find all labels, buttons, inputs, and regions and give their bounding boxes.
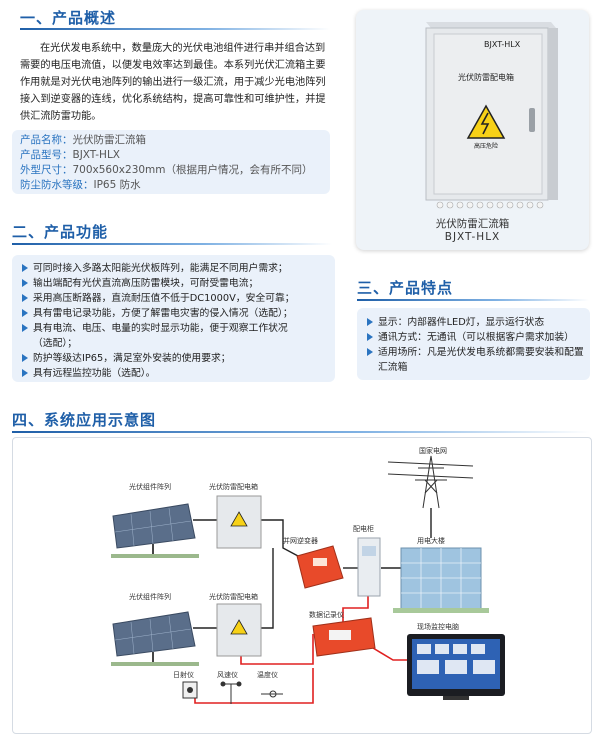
combiner-box-illustration [425,22,558,209]
bullet-arrow-icon [367,348,373,356]
feature-item: 通讯方式：无通讯（可以根据客户需求加装） [367,330,585,345]
label-cabinet: 配电柜 [353,525,374,533]
product-caption-name: 光伏防雷汇流箱 [435,218,510,230]
functions-box: 可同时接入多路太阳能光伏板阵列，能满足不同用户需求； 输出端配有光伏直流高压防雷… [12,255,335,382]
diagram-title: 四、系统应用示意图 [12,411,157,429]
spec-row-model: 产品型号：BJXT-HLX [20,149,120,161]
bullet-arrow-icon [22,324,28,332]
function-item: 可同时接入多路太阳能光伏板阵列，能满足不同用户需求； [22,261,302,276]
label-grid: 国家电网 [419,447,447,455]
spec-box: 产品名称：光伏防雷汇流箱 产品型号：BJXT-HLX 外型尺寸：700x560x… [12,130,330,194]
spec-row-size: 外型尺寸：700x560x230mm（根据用户情况，会有所不同） [20,164,313,176]
overview-title-underline [20,28,330,30]
label-combiner-1: 光伏防雷配电箱 [209,483,258,491]
label-temperature: 温度仪 [257,671,278,679]
functions-title: 二、产品功能 [12,223,109,241]
spec-list: 产品名称：光伏防雷汇流箱 产品型号：BJXT-HLX 外型尺寸：700x560x… [20,133,325,193]
overview-paragraph: 在光伏发电系统中，数量庞大的光伏电池组件进行串并组合达到需要的电压电流值，以便发… [20,43,326,122]
box-name-label: 光伏防雷配电箱 [458,73,514,82]
bullet-arrow-icon [22,279,28,287]
label-combiner-2: 光伏防雷配电箱 [209,593,258,601]
bullet-arrow-icon [22,369,28,377]
features-title: 三、产品特点 [357,279,454,297]
spec-row-ip: 防尘防水等级：IP65 防水 [20,179,141,191]
function-item: 输出端配有光伏直流高压防雷模块，可耐受雷电流； [22,276,302,291]
label-building: 用电大楼 [417,537,445,545]
spec-row-name: 产品名称：光伏防雷汇流箱 [20,134,146,146]
feature-item: 适用场所：凡是光伏发电系统都需要安装和配置汇流箱 [367,345,585,375]
label-inverter: 并网逆变器 [283,537,318,545]
bullet-arrow-icon [22,354,28,362]
label-logger: 数据记录仪 [309,611,344,619]
functions-list: 可同时接入多路太阳能光伏板阵列，能满足不同用户需求； 输出端配有光伏直流高压防雷… [22,261,302,381]
label-pv-array-1: 光伏组件阵列 [129,483,171,491]
bullet-arrow-icon [22,264,28,272]
label-monitor: 现场监控电脑 [417,623,459,631]
function-item: 具有雷电记录功能，方便了解雷电灾害的侵入情况（选配）； [22,306,302,321]
bullet-arrow-icon [22,309,28,317]
bullet-arrow-icon [367,333,373,341]
label-irradiance: 日射仪 [173,671,194,679]
function-item: 具有远程监控功能（选配）。 [22,366,302,381]
diagram-title-underline [12,431,590,433]
overview-title: 一、产品概述 [20,9,117,27]
product-image-panel: BJXT-HLX 光伏防雷配电箱 高压危险 光伏防雷汇流箱 BJXT-HLX [356,10,589,250]
features-box: 显示：内部器件LED灯，显示运行状态 通讯方式：无通讯（可以根据客户需求加装） … [357,308,590,380]
function-item: 具有电流、电压、电量的实时显示功能，便于观察工作状况（选配）； [22,321,302,351]
diagram-panel: 光伏组件阵列 光伏防雷配电箱 光伏组件阵列 光伏防雷配电箱 并网逆变器 配电柜 … [12,437,592,734]
box-model-label: BJXT-HLX [484,40,521,49]
label-pv-array-2: 光伏组件阵列 [129,593,171,601]
function-item: 防护等级达IP65，满足室外安装的使用要求； [22,351,302,366]
system-diagram [111,455,505,704]
features-title-underline [357,299,589,301]
bullet-arrow-icon [367,318,373,326]
label-wind: 风速仪 [217,671,238,679]
warning-label: 高压危险 [474,143,499,150]
bullet-arrow-icon [22,294,28,302]
feature-item: 显示：内部器件LED灯，显示运行状态 [367,315,585,330]
product-caption-model: BJXT-HLX [444,231,501,243]
function-item: 采用高压断路器，直流耐压值不低于DC1000V，安全可靠； [22,291,302,306]
features-list: 显示：内部器件LED灯，显示运行状态 通讯方式：无通讯（可以根据客户需求加装） … [367,315,585,375]
functions-title-underline [12,243,332,245]
